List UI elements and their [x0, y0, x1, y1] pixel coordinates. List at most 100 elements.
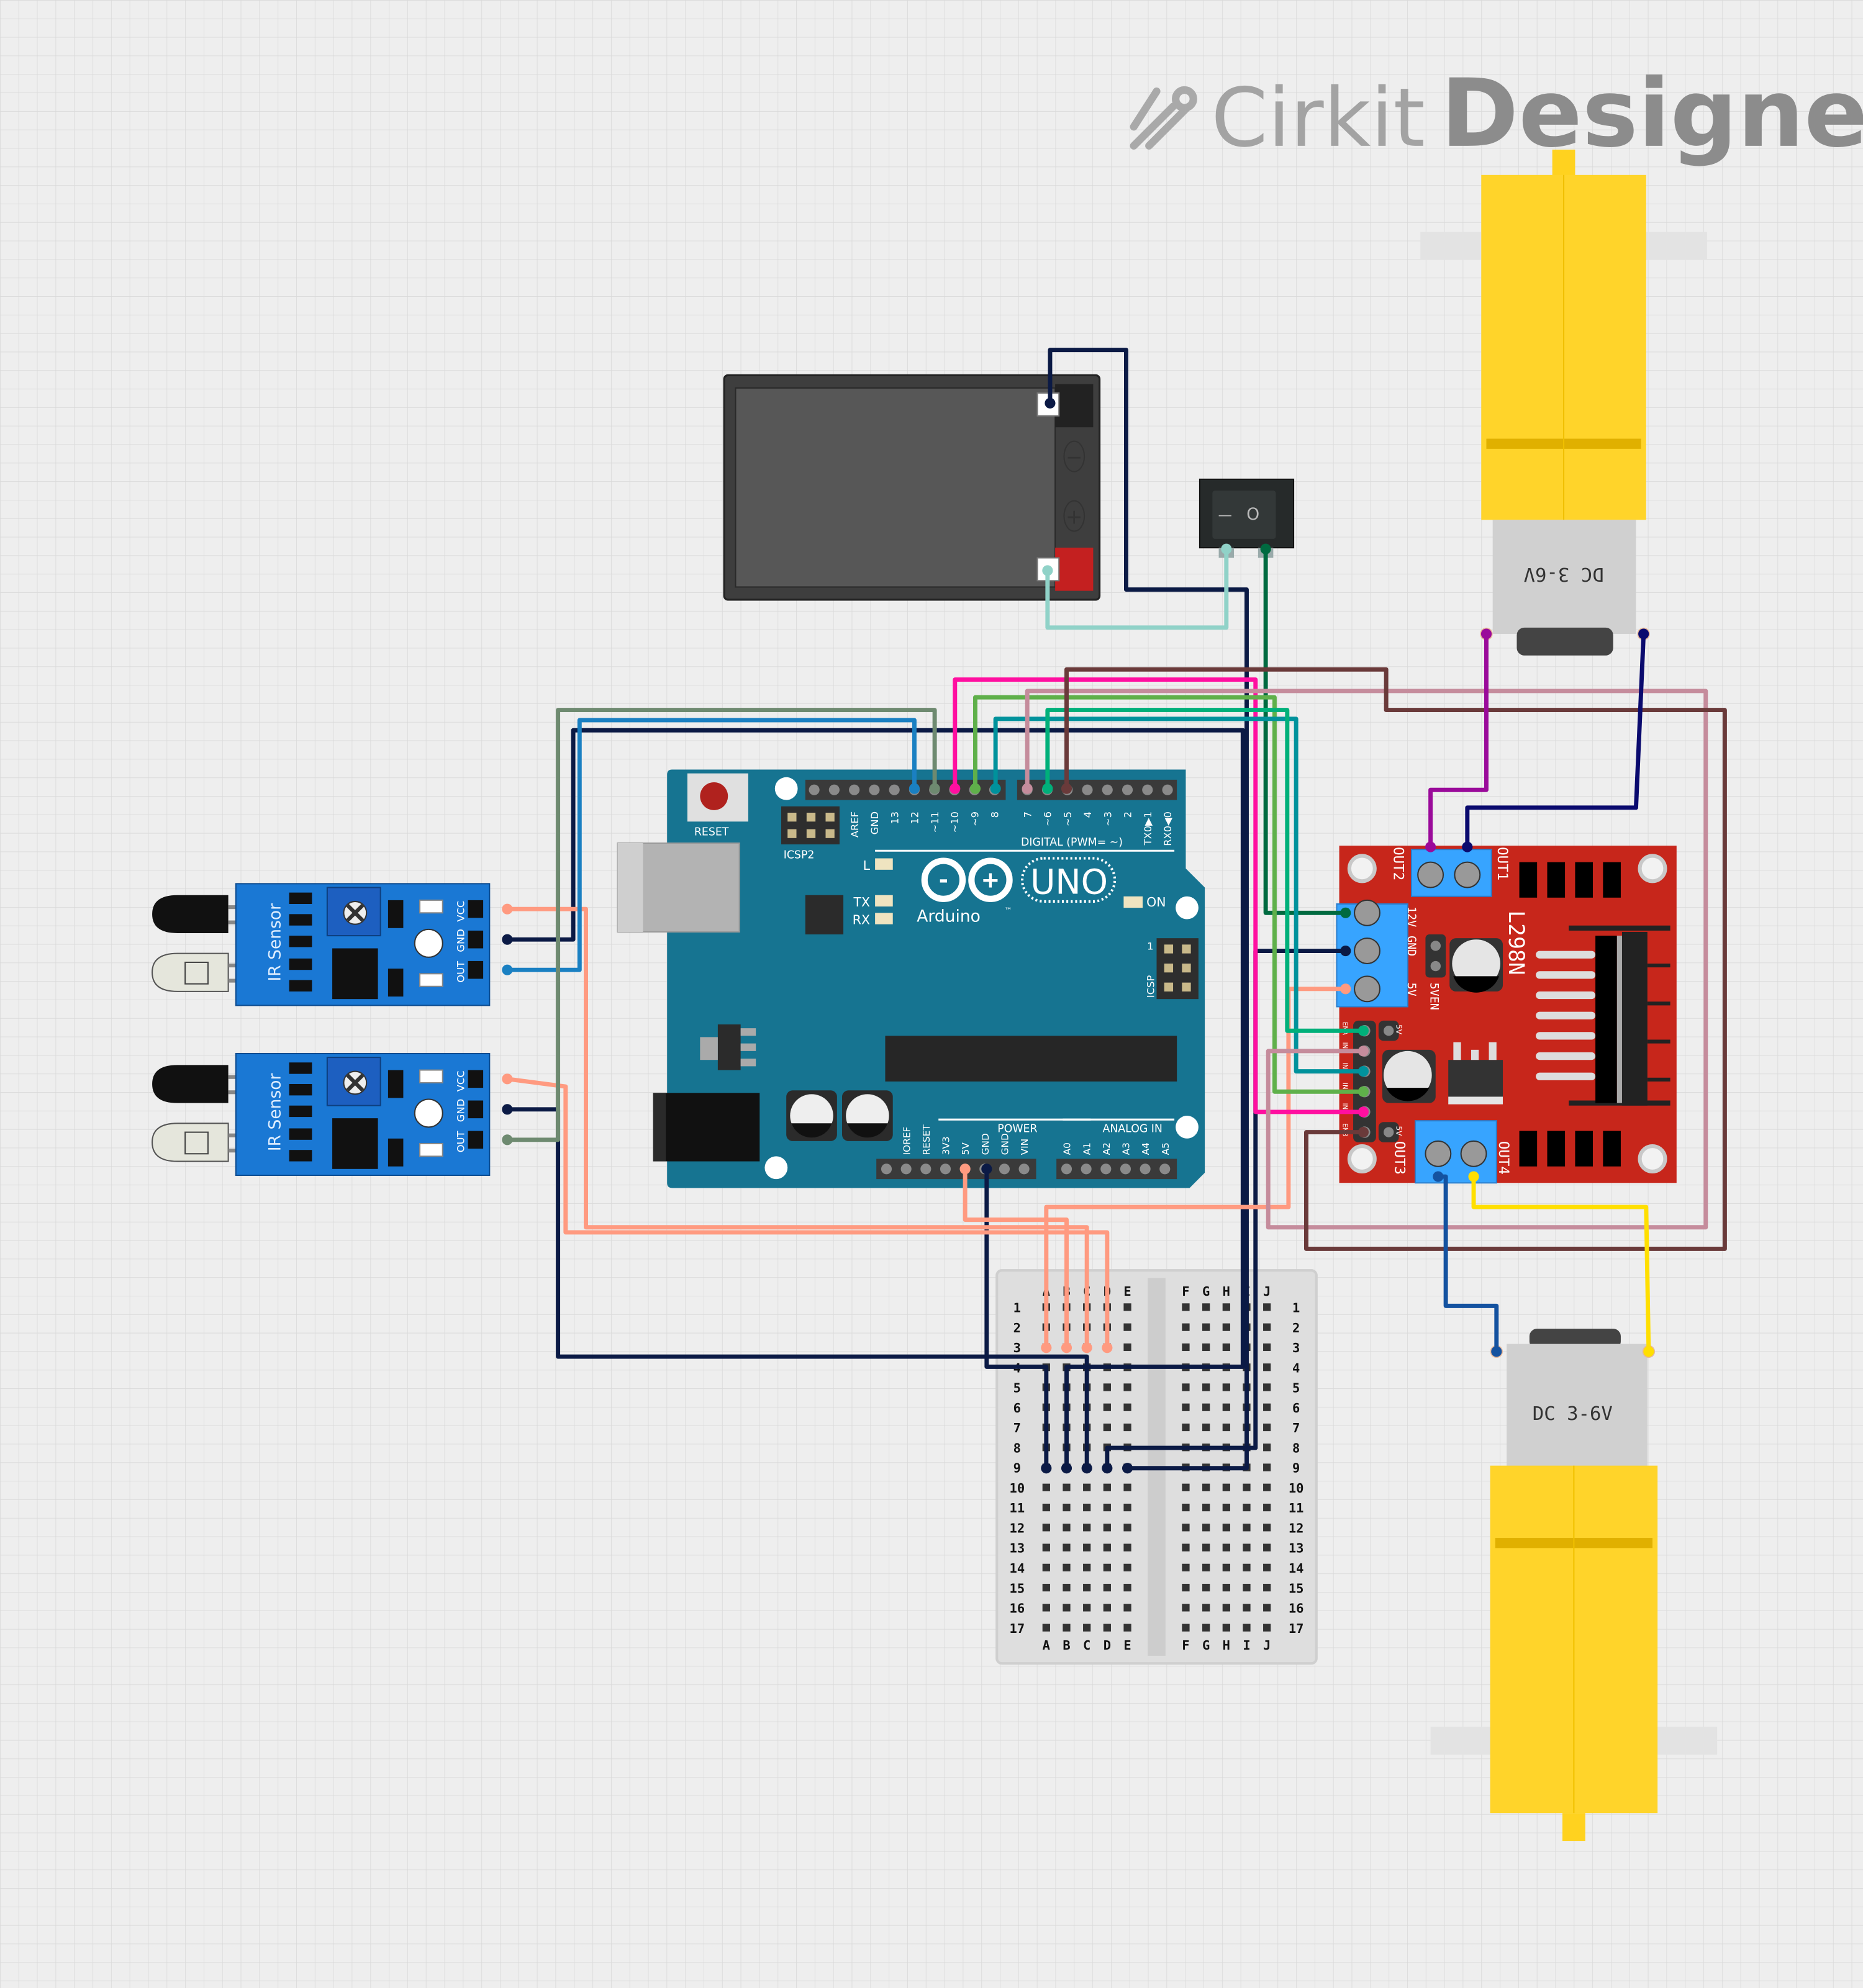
wire-ir2-out[interactable] [505, 708, 937, 1142]
breadboard-hole[interactable] [1202, 1483, 1210, 1491]
breadboard-hole[interactable] [1222, 1503, 1230, 1512]
breadboard-hole[interactable] [1222, 1483, 1230, 1491]
breadboard-hole[interactable] [1222, 1543, 1230, 1552]
breadboard-hole[interactable] [1263, 1303, 1271, 1311]
dc-motor-top[interactable]: DC 3-6V [1420, 149, 1707, 656]
wire-ir1-out[interactable] [505, 718, 917, 972]
digital-pin[interactable] [1162, 784, 1173, 795]
breadboard-hole[interactable] [1042, 1503, 1050, 1512]
breadboard-hole[interactable] [1263, 1483, 1271, 1491]
breadboard-hole[interactable] [1042, 1624, 1050, 1632]
breadboard-hole[interactable] [1123, 1524, 1131, 1532]
breadboard-hole[interactable] [1263, 1444, 1271, 1452]
breadboard-hole[interactable] [1202, 1503, 1210, 1512]
wire-endpoint[interactable] [959, 1163, 971, 1175]
wire-pin9-in3[interactable] [972, 695, 1366, 1094]
breadboard-hole[interactable] [1063, 1503, 1071, 1512]
digital-pin[interactable] [809, 784, 820, 795]
breadboard-hole[interactable] [1243, 1524, 1251, 1532]
dc-motor-bottom[interactable]: DC 3-6V [1430, 1329, 1718, 1841]
breadboard-hole[interactable] [1263, 1363, 1271, 1371]
breadboard-hole[interactable] [1063, 1483, 1071, 1491]
power-pin[interactable] [881, 1163, 892, 1175]
breadboard-hole[interactable] [1063, 1583, 1071, 1592]
breadboard-hole[interactable] [1263, 1423, 1271, 1432]
digital-pin[interactable] [1102, 784, 1113, 795]
breadboard-hole[interactable] [1182, 1343, 1190, 1352]
breadboard-hole[interactable] [1222, 1583, 1230, 1592]
breadboard-hole[interactable] [1182, 1423, 1190, 1432]
breadboard-hole[interactable] [1202, 1543, 1210, 1552]
wire-endpoint[interactable] [909, 783, 920, 794]
wire-endpoint[interactable] [1042, 783, 1053, 794]
breadboard-hole[interactable] [1103, 1543, 1111, 1552]
breadboard-hole[interactable] [1103, 1483, 1111, 1491]
wire-endpoint[interactable] [1480, 628, 1492, 639]
breadboard-hole[interactable] [1202, 1383, 1210, 1391]
breadboard-hole[interactable] [1222, 1423, 1230, 1432]
wire-endpoint[interactable] [1061, 1463, 1072, 1474]
breadboard-hole[interactable] [1263, 1624, 1271, 1632]
breadboard-hole[interactable] [1123, 1323, 1131, 1331]
wire-out2-motor[interactable] [1428, 631, 1489, 849]
digital-pin[interactable] [828, 784, 840, 795]
breadboard-hole[interactable] [1042, 1483, 1050, 1491]
wire-endpoint[interactable] [929, 783, 940, 794]
breadboard-hole[interactable] [1063, 1563, 1071, 1571]
wire-l298n-5v[interactable] [1044, 987, 1348, 1350]
wire-endpoint[interactable] [1358, 1065, 1369, 1077]
wire-endpoint[interactable] [1081, 1463, 1092, 1474]
breadboard-hole[interactable] [1243, 1503, 1251, 1512]
analog-pin[interactable] [1081, 1163, 1092, 1175]
breadboard-hole[interactable] [1083, 1583, 1091, 1592]
wire-endpoint[interactable] [1358, 1025, 1369, 1036]
wire-endpoint[interactable] [981, 1163, 992, 1175]
breadboard-hole[interactable] [1243, 1483, 1251, 1491]
breadboard-hole[interactable] [1263, 1383, 1271, 1391]
reset-button[interactable] [687, 773, 748, 822]
wire-battery-switch[interactable] [1045, 546, 1229, 630]
wire-endpoint[interactable] [1042, 565, 1053, 576]
wire-endpoint[interactable] [1102, 1342, 1113, 1353]
breadboard-hole[interactable] [1222, 1563, 1230, 1571]
breadboard-hole[interactable] [1123, 1563, 1131, 1571]
breadboard-hole[interactable] [1042, 1583, 1050, 1592]
wire-endpoint[interactable] [1358, 1106, 1369, 1118]
breadboard-hole[interactable] [1083, 1624, 1091, 1632]
wire-endpoint[interactable] [1340, 945, 1351, 957]
wire-endpoint[interactable] [1462, 841, 1473, 852]
breadboard-hole[interactable] [1123, 1303, 1131, 1311]
breadboard-hole[interactable] [1202, 1624, 1210, 1632]
breadboard-hole[interactable] [1263, 1543, 1271, 1552]
wire-pin8-in2[interactable] [993, 716, 1366, 1074]
power-pin[interactable] [1018, 1163, 1030, 1175]
wire-endpoint[interactable] [969, 783, 981, 794]
digital-pin[interactable] [889, 784, 900, 795]
analog-pin[interactable] [1159, 1163, 1171, 1175]
wire-endpoint[interactable] [502, 903, 513, 915]
breadboard-hole[interactable] [1042, 1604, 1050, 1612]
analog-pin[interactable] [1120, 1163, 1131, 1175]
breadboard-hole[interactable] [1123, 1543, 1131, 1552]
breadboard-hole[interactable] [1182, 1563, 1190, 1571]
breadboard-hole[interactable] [1243, 1563, 1251, 1571]
wire-pin5-enb[interactable] [1064, 667, 1727, 1251]
power-pin[interactable] [900, 1163, 912, 1175]
breadboard-hole[interactable] [1222, 1323, 1230, 1331]
wire-endpoint[interactable] [1433, 1171, 1444, 1182]
breadboard-hole[interactable] [1103, 1503, 1111, 1512]
breadboard-hole[interactable] [1182, 1303, 1190, 1311]
power-pin[interactable] [920, 1163, 932, 1175]
wire-endpoint[interactable] [502, 964, 513, 975]
breadboard-hole[interactable] [1222, 1383, 1230, 1391]
breadboard-hole[interactable] [1083, 1543, 1091, 1552]
wire-endpoint[interactable] [1425, 841, 1436, 852]
terminal-out1-out2[interactable] [1410, 849, 1492, 897]
wire-out4-motor[interactable] [1471, 1174, 1651, 1354]
breadboard-hole[interactable] [1182, 1624, 1190, 1632]
breadboard-hole[interactable] [1123, 1403, 1131, 1411]
wire-endpoint[interactable] [1491, 1346, 1502, 1357]
wire-endpoint[interactable] [1041, 1463, 1052, 1474]
breadboard-hole[interactable] [1202, 1604, 1210, 1612]
